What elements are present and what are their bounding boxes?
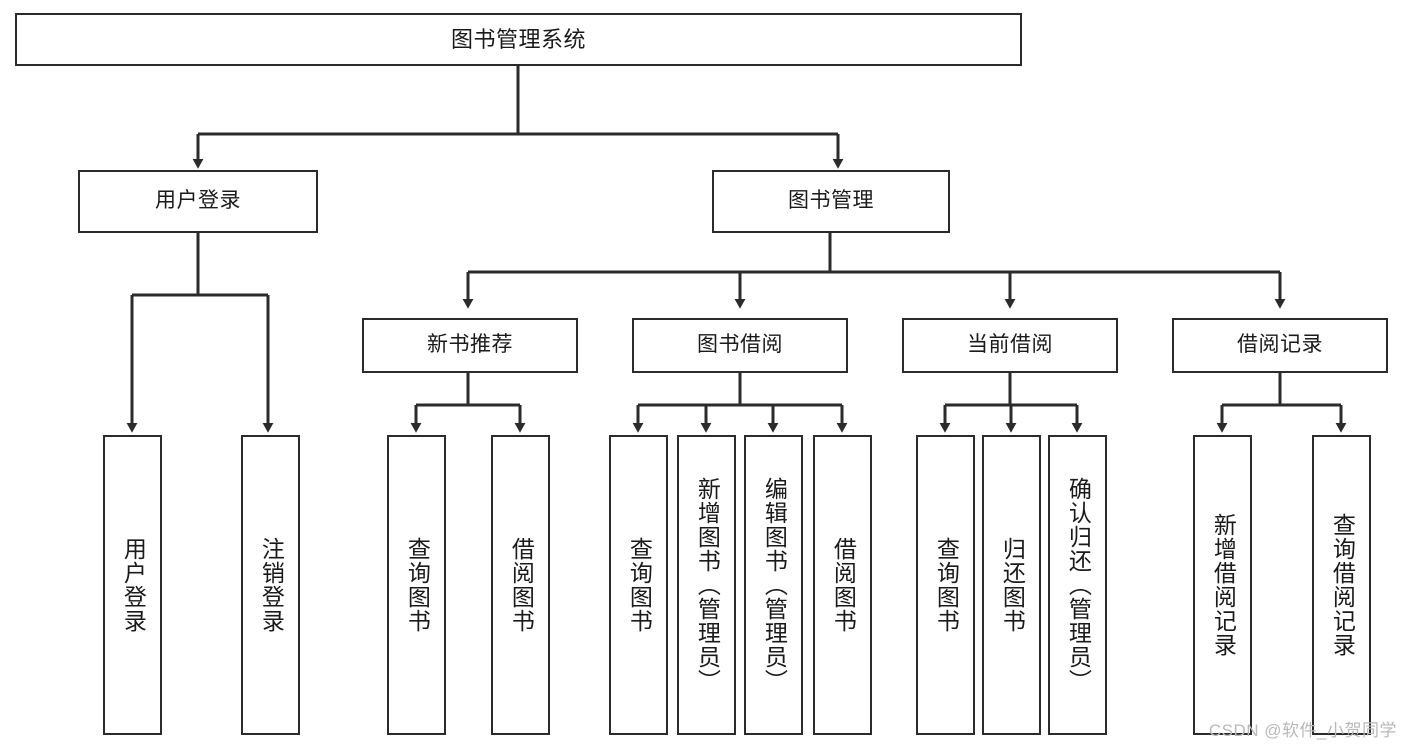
leaf-borrow-edit-book-label: 编辑图书（管理员） (761, 477, 788, 693)
leaf-recommend-borrow-book[interactable]: 借阅图书 (491, 435, 550, 735)
leaf-borrow-add-book[interactable]: 新增图书（管理员） (677, 435, 736, 735)
leaf-borrow-query-book-label: 查询图书 (626, 537, 653, 633)
leaf-current-confirm-return-label: 确认归还（管理员） (1065, 477, 1092, 693)
leaf-recommend-query-book-label: 查询图书 (404, 537, 431, 633)
node-user-login[interactable]: 用户登录 (78, 170, 318, 233)
leaf-current-confirm-return[interactable]: 确认归还（管理员） (1048, 435, 1107, 735)
leaf-user-login-signout-label: 注销登录 (258, 537, 285, 633)
leaf-borrow-add-book-label: 新增图书（管理员） (694, 477, 721, 693)
leaf-recommend-borrow-book-label: 借阅图书 (508, 537, 535, 633)
leaf-current-return-book[interactable]: 归还图书 (982, 435, 1041, 735)
leaf-current-return-book-label: 归还图书 (999, 537, 1026, 633)
node-current-borrow-label: 当前借阅 (967, 333, 1053, 357)
leaf-record-add-record[interactable]: 新增借阅记录 (1193, 435, 1252, 735)
node-new-book-recommend[interactable]: 新书推荐 (362, 318, 578, 373)
node-book-borrow[interactable]: 图书借阅 (632, 318, 848, 373)
node-current-borrow[interactable]: 当前借阅 (902, 318, 1118, 373)
leaf-user-login-signin-label: 用户登录 (120, 537, 147, 633)
leaf-borrow-borrow-book[interactable]: 借阅图书 (813, 435, 872, 735)
node-user-login-label: 用户登录 (155, 189, 241, 213)
node-root-label: 图书管理系统 (450, 26, 586, 52)
leaf-record-query-record-label: 查询借阅记录 (1329, 513, 1356, 657)
leaf-borrow-borrow-book-label: 借阅图书 (830, 537, 857, 633)
node-borrow-record-label: 借阅记录 (1237, 333, 1323, 357)
node-book-borrow-label: 图书借阅 (697, 333, 783, 357)
leaf-recommend-query-book[interactable]: 查询图书 (387, 435, 446, 735)
leaf-borrow-query-book[interactable]: 查询图书 (609, 435, 668, 735)
leaf-current-query-book[interactable]: 查询图书 (916, 435, 975, 735)
leaf-borrow-edit-book[interactable]: 编辑图书（管理员） (744, 435, 803, 735)
leaf-user-login-signout[interactable]: 注销登录 (241, 435, 300, 735)
leaf-current-query-book-label: 查询图书 (933, 537, 960, 633)
leaf-user-login-signin[interactable]: 用户登录 (103, 435, 162, 735)
leaf-record-add-record-label: 新增借阅记录 (1210, 513, 1237, 657)
node-root[interactable]: 图书管理系统 (15, 13, 1022, 66)
leaf-record-query-record[interactable]: 查询借阅记录 (1312, 435, 1371, 735)
node-new-book-recommend-label: 新书推荐 (427, 333, 513, 357)
node-book-management[interactable]: 图书管理 (712, 170, 950, 233)
node-borrow-record[interactable]: 借阅记录 (1172, 318, 1388, 373)
node-book-management-label: 图书管理 (788, 189, 874, 213)
